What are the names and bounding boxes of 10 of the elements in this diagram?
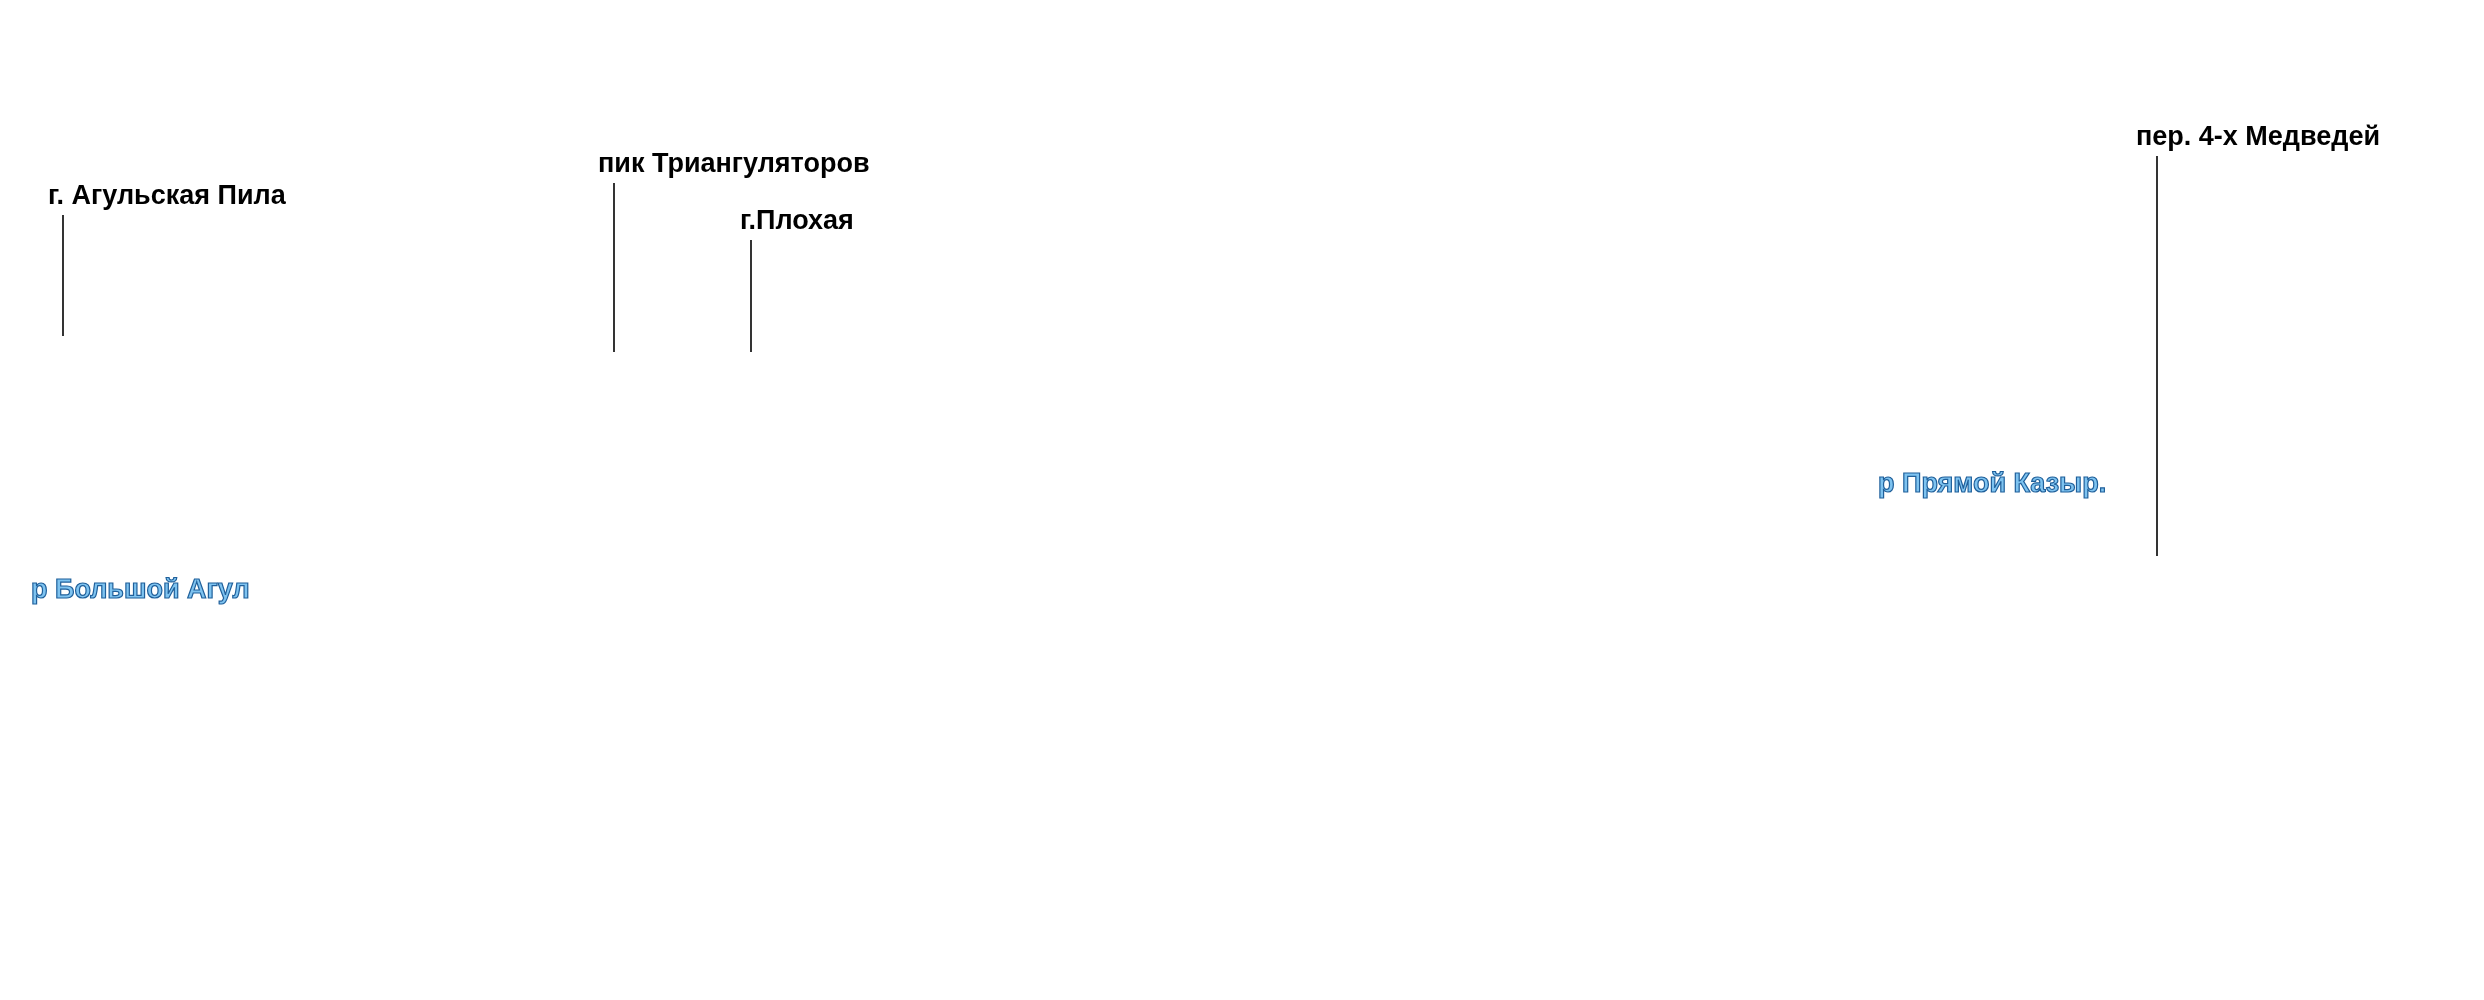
- peak-label: пик Триангуляторов: [598, 148, 870, 180]
- leader-line: [62, 214, 64, 337]
- peak-label: г. Агульская Пила: [48, 180, 286, 212]
- leader-line: [2156, 155, 2158, 557]
- river-label: р Большой Агул: [31, 574, 250, 606]
- peak-label: г.Плохая: [740, 205, 854, 237]
- peak-label: пер. 4-х Медведей: [2136, 121, 2380, 153]
- leader-line: [613, 182, 615, 353]
- river-label: р Прямой Казыр.: [1878, 468, 2107, 500]
- leader-line: [750, 239, 752, 353]
